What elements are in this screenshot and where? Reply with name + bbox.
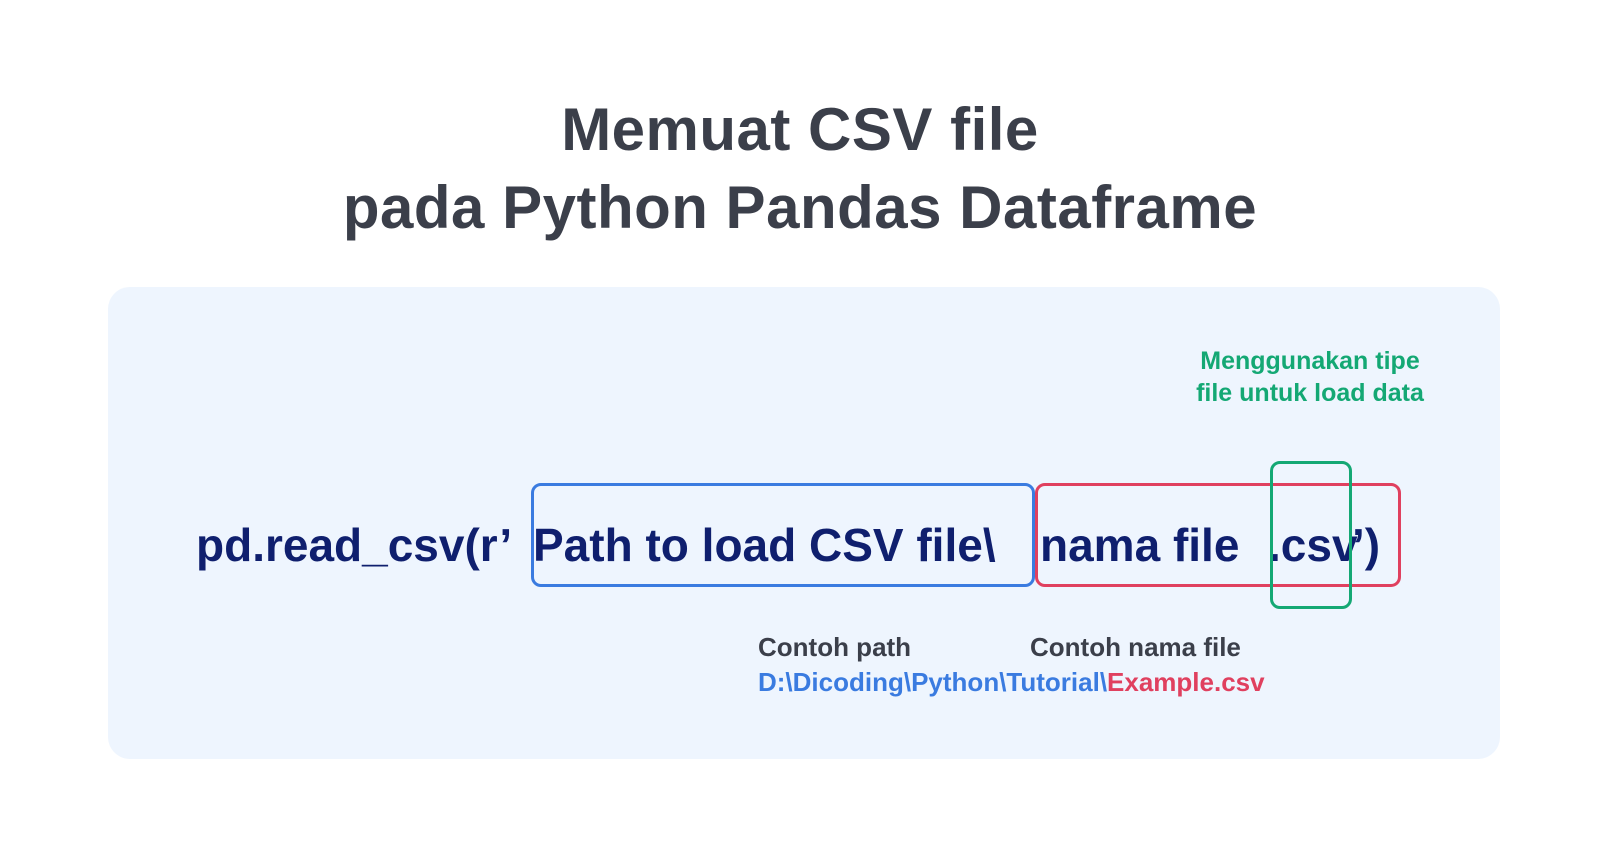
code-extension: .csv xyxy=(1268,519,1358,571)
example-path: D:\Dicoding\Python\Tutorial\ xyxy=(758,667,1108,697)
path-example-label: Contoh path xyxy=(758,632,912,662)
code-suffix: ’) xyxy=(1352,519,1381,571)
page-title-line-2: pada Python Pandas Dataframe xyxy=(342,174,1258,241)
code-path: Path to load CSV file\ xyxy=(533,519,996,571)
path-highlight-box xyxy=(531,483,1035,587)
extension-highlight-box xyxy=(1270,461,1352,609)
example-full-path: D:\Dicoding\Python\Tutorial\Example.csv xyxy=(758,665,1265,699)
filename-example-label: Contoh nama file xyxy=(1030,632,1241,662)
page-title-line-1: Memuat CSV file xyxy=(561,96,1039,163)
code-prefix: pd.read_csv(r’ xyxy=(196,519,513,571)
file-type-note: Menggunakan tipe file untuk load data xyxy=(1196,347,1424,407)
code-filename: nama file xyxy=(1040,519,1240,571)
example-file: Example.csv xyxy=(1107,667,1265,697)
filename-highlight-box xyxy=(1035,483,1401,587)
diagram-panel xyxy=(108,287,1500,759)
